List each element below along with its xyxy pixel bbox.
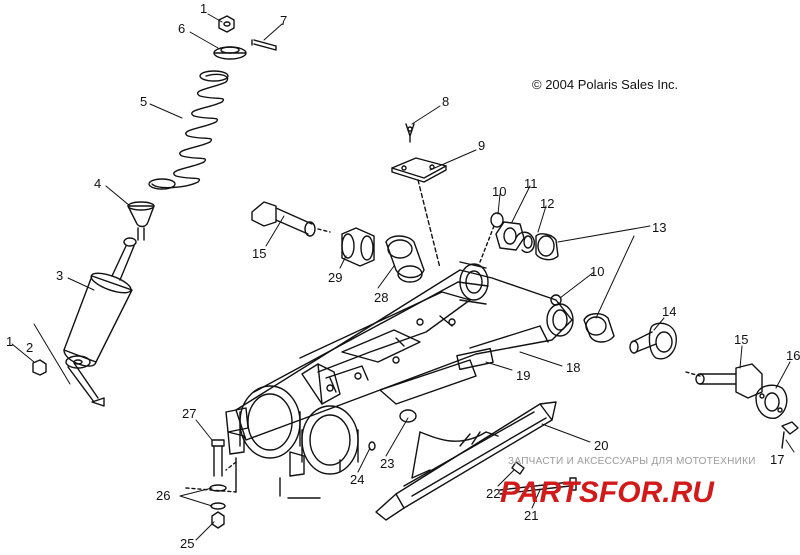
pivot-bolt-part — [251, 201, 331, 237]
shock-absorber-part — [32, 15, 277, 407]
callout-1-top: 1 — [200, 1, 207, 16]
callout-10-lower: 10 — [590, 264, 604, 279]
callout-numbers: 1 2 3 4 5 6 7 8 9 10 11 12 13 14 15 16 1… — [6, 1, 800, 551]
callout-22: 22 — [486, 486, 500, 501]
callout-29: 29 — [328, 270, 342, 285]
callout-19: 19 — [516, 368, 530, 383]
callout-5: 5 — [140, 94, 147, 109]
spacer-part — [583, 313, 615, 343]
callout-15-right: 15 — [734, 332, 748, 347]
callout-25: 25 — [180, 536, 194, 550]
pivot-bolt-right-part — [685, 363, 763, 399]
callout-26: 26 — [156, 488, 170, 503]
callout-15-upper: 15 — [252, 246, 266, 261]
callout-20: 20 — [594, 438, 608, 453]
callout-16: 16 — [786, 348, 800, 363]
callout-14: 14 — [662, 304, 676, 319]
sleeve-part — [385, 235, 425, 283]
cover-plate-part — [755, 384, 788, 419]
callout-1-bottom: 1 — [6, 334, 13, 349]
watermark-logo: PARTSFOR.RU — [500, 476, 715, 509]
callout-12: 12 — [540, 196, 554, 211]
callout-10-upper: 10 — [492, 184, 506, 199]
callout-13: 13 — [652, 220, 666, 235]
bushing-part — [341, 227, 375, 267]
watermark-tagline: ЗАПЧАСТИ И АКСЕССУАРЫ ДЛЯ МОТОТЕХНИКИ — [508, 456, 756, 467]
screw-part — [781, 421, 799, 449]
callout-6: 6 — [178, 21, 185, 36]
callout-23: 23 — [380, 456, 394, 471]
callout-17: 17 — [770, 452, 784, 467]
callout-4: 4 — [94, 176, 101, 191]
leader-lines — [11, 13, 795, 541]
callout-18: 18 — [566, 360, 580, 375]
callout-28: 28 — [374, 290, 388, 305]
copyright-notice: © 2004 Polaris Sales Inc. — [532, 77, 679, 92]
long-bolt-part — [499, 477, 577, 495]
callout-24: 24 — [350, 472, 364, 487]
callout-11: 11 — [524, 176, 538, 191]
swing-arm-frame — [185, 212, 574, 499]
pivot-pin-part — [629, 322, 677, 360]
callout-27: 27 — [182, 406, 196, 421]
nut-washer-part — [495, 221, 559, 261]
slide-rail-part — [375, 401, 557, 521]
callout-21: 21 — [524, 508, 538, 523]
callout-3: 3 — [56, 268, 63, 283]
callout-2: 2 — [26, 340, 33, 355]
mounting-plate-part — [391, 123, 447, 269]
callout-8: 8 — [442, 94, 449, 109]
callout-9: 9 — [478, 138, 485, 153]
callout-7: 7 — [280, 13, 287, 28]
small-screw-part — [511, 461, 525, 475]
hardware-stack-part — [209, 439, 227, 529]
